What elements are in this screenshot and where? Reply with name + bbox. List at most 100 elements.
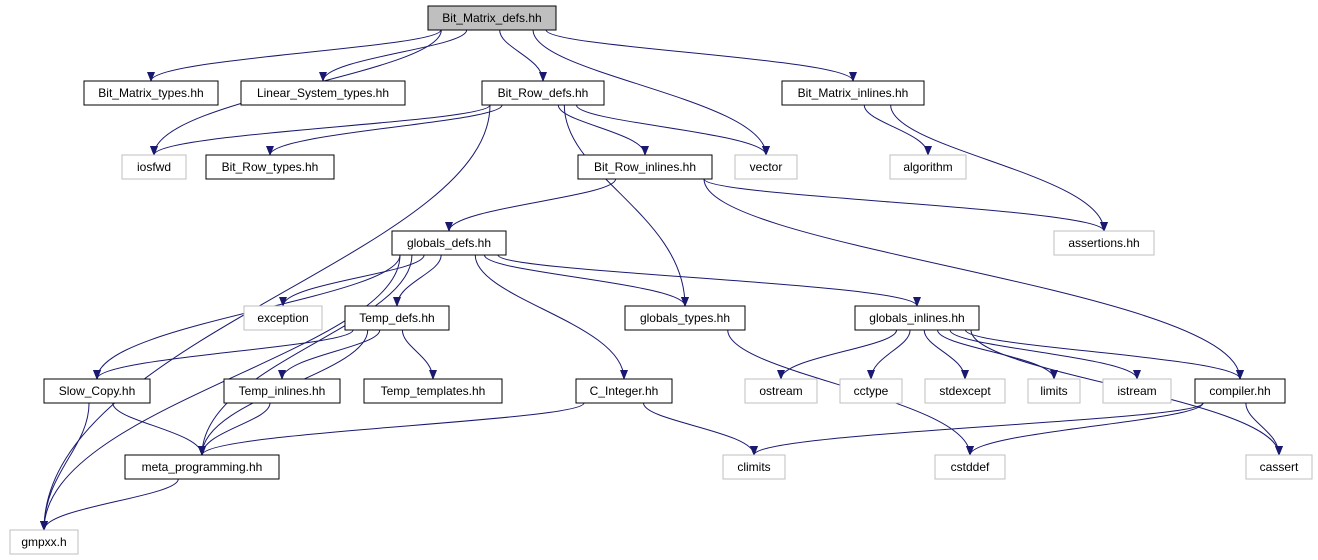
edge-temp_inlines-to-meta_programming	[198, 402, 271, 456]
node-meta-programming[interactable]: meta_programming.hh	[124, 454, 280, 480]
edge-globals_inlines-to-istream	[949, 329, 1141, 380]
node-label: Temp_templates.hh	[381, 384, 486, 398]
node-temp-templates[interactable]: Temp_templates.hh	[363, 378, 503, 404]
node-label: globals_inlines.hh	[869, 311, 964, 325]
edge-bit_matrix_defs-to-linear_system_types	[319, 29, 468, 82]
node-box	[124, 454, 280, 480]
edge-bit_row_inlines-to-assertions	[703, 178, 1108, 232]
node-label: exception	[257, 311, 308, 325]
node-temp-inlines[interactable]: Temp_inlines.hh	[223, 378, 341, 404]
node-bit-matrix-types[interactable]: Bit_Matrix_types.hh	[83, 80, 219, 106]
node-box	[577, 154, 713, 180]
node-label: Bit_Matrix_inlines.hh	[798, 86, 909, 100]
node-box	[9, 529, 79, 555]
node-compiler[interactable]: compiler.hh	[1194, 378, 1286, 404]
edge-globals_defs-to-exception	[279, 254, 425, 307]
node-box	[43, 378, 151, 404]
edge-globals_defs-to-meta_programming	[198, 254, 413, 456]
node-globals-types[interactable]: globals_types.hh	[624, 305, 746, 331]
node-bit-row-types[interactable]: Bit_Row_types.hh	[205, 154, 335, 180]
node-label: limits	[1040, 384, 1067, 398]
node-algorithm: algorithm	[889, 154, 967, 180]
edge-bit_row_defs-to-vector	[575, 104, 770, 156]
node-box	[934, 454, 1006, 480]
node-label: Temp_defs.hh	[359, 311, 434, 325]
edge-c_integer-to-meta_programming	[198, 402, 585, 456]
node-label: Bit_Row_inlines.hh	[594, 160, 696, 174]
edge-globals_defs-to-c_integer	[474, 254, 628, 380]
edge-bit_matrix_inlines-to-algorithm	[863, 104, 932, 156]
node-label: C_Integer.hh	[590, 384, 659, 398]
node-box	[781, 80, 925, 106]
node-box	[83, 80, 219, 106]
node-gmpxx: gmpxx.h	[9, 529, 79, 555]
node-bit-row-defs[interactable]: Bit_Row_defs.hh	[481, 80, 605, 106]
node-label: compiler.hh	[1209, 384, 1270, 398]
node-box	[1245, 454, 1313, 480]
edge-globals_inlines-to-ostream	[777, 329, 898, 380]
edge-globals_defs-to-globals_types	[483, 254, 689, 307]
edge-bit_matrix_defs-to-vector	[532, 29, 770, 156]
node-bit-row-inlines[interactable]: Bit_Row_inlines.hh	[577, 154, 713, 180]
node-label: vector	[750, 160, 783, 174]
edge-globals_inlines-to-compiler	[964, 329, 1244, 380]
node-label: stdexcept	[939, 384, 991, 398]
edge-bit_matrix_defs-to-bit_matrix_types	[147, 29, 442, 82]
node-iosfwd: iosfwd	[121, 154, 187, 180]
node-label: Slow_Copy.hh	[59, 384, 136, 398]
node-temp-defs[interactable]: Temp_defs.hh	[344, 305, 450, 331]
edge-bit_matrix_inlines-to-assertions	[890, 104, 1108, 232]
node-linear-system-types[interactable]: Linear_System_types.hh	[240, 80, 406, 106]
edge-slow_copy-to-gmpxx	[40, 402, 90, 531]
node-exception: exception	[243, 305, 323, 331]
edge-globals_inlines-to-cctype	[867, 329, 911, 380]
edge-bit_row_defs-to-gmpxx	[40, 104, 491, 531]
edge-bit_matrix_defs-to-bit_row_defs	[499, 29, 547, 82]
node-box	[744, 378, 818, 404]
node-box	[481, 80, 605, 106]
node-label: globals_defs.hh	[407, 236, 491, 250]
edge-temp_defs-to-temp_inlines	[278, 329, 381, 380]
node-label: Bit_Matrix_types.hh	[98, 86, 203, 100]
node-box	[344, 305, 450, 331]
node-cstddef: cstddef	[934, 454, 1006, 480]
node-limits: limits	[1027, 378, 1081, 404]
node-box	[243, 305, 323, 331]
edge-compiler-to-cassert	[1245, 402, 1283, 456]
node-label: cstddef	[951, 460, 990, 474]
edge-compiler-to-cstddef	[966, 402, 1204, 456]
node-cassert: cassert	[1245, 454, 1313, 480]
node-label: Bit_Row_defs.hh	[498, 86, 589, 100]
edge-c_integer-to-climits	[643, 402, 758, 456]
node-label: algorithm	[903, 160, 952, 174]
node-slow-copy[interactable]: Slow_Copy.hh	[43, 378, 151, 404]
node-box	[839, 378, 903, 404]
edge-globals_defs-to-gmpxx	[40, 254, 401, 531]
node-bit-matrix-inlines[interactable]: Bit_Matrix_inlines.hh	[781, 80, 925, 106]
node-label: ostream	[759, 384, 802, 398]
node-c-integer[interactable]: C_Integer.hh	[575, 378, 673, 404]
node-climits: climits	[722, 454, 786, 480]
node-box	[734, 154, 798, 180]
node-label: assertions.hh	[1068, 236, 1139, 250]
node-box	[427, 5, 557, 31]
node-label: istream	[1117, 384, 1156, 398]
node-box	[624, 305, 746, 331]
node-box	[924, 378, 1006, 404]
node-globals-inlines[interactable]: globals_inlines.hh	[854, 305, 980, 331]
edge-bit_matrix_defs-to-bit_matrix_inlines	[545, 29, 857, 82]
node-label: Bit_Row_types.hh	[222, 160, 319, 174]
node-vector: vector	[734, 154, 798, 180]
node-box	[575, 378, 673, 404]
node-label: climits	[737, 460, 770, 474]
edge-globals_inlines-to-stdexcept	[923, 329, 969, 380]
node-istream: istream	[1102, 378, 1172, 404]
node-stdexcept: stdexcept	[924, 378, 1006, 404]
node-box	[889, 154, 967, 180]
node-globals-defs[interactable]: globals_defs.hh	[391, 230, 507, 256]
edges-layer	[40, 29, 1283, 531]
node-label: cassert	[1260, 460, 1299, 474]
edge-temp_defs-to-slow_copy	[93, 329, 354, 380]
